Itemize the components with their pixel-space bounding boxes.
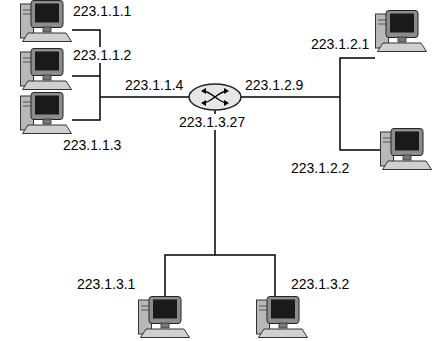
- ip-address-label: 223.1.2.2: [290, 160, 350, 176]
- router-symbol: [189, 84, 241, 110]
- ip-address-label: 223.1.3.2: [290, 276, 350, 292]
- ip-address-label: 223.1.3.1: [76, 276, 136, 292]
- network-wires: [72, 30, 380, 296]
- ip-address-label: 223.1.1.1: [72, 3, 132, 19]
- host-computers: [21, 1, 432, 338]
- ip-address-label: 223.1.2.1: [310, 36, 370, 52]
- ip-address-label: 223.1.2.9: [244, 77, 304, 93]
- ip-address-label: 223.1.1.2: [72, 47, 132, 63]
- ip-address-label: 223.1.1.4: [124, 77, 184, 93]
- ip-address-label: 223.1.3.27: [178, 114, 246, 130]
- ip-address-label: 223.1.1.3: [62, 137, 122, 153]
